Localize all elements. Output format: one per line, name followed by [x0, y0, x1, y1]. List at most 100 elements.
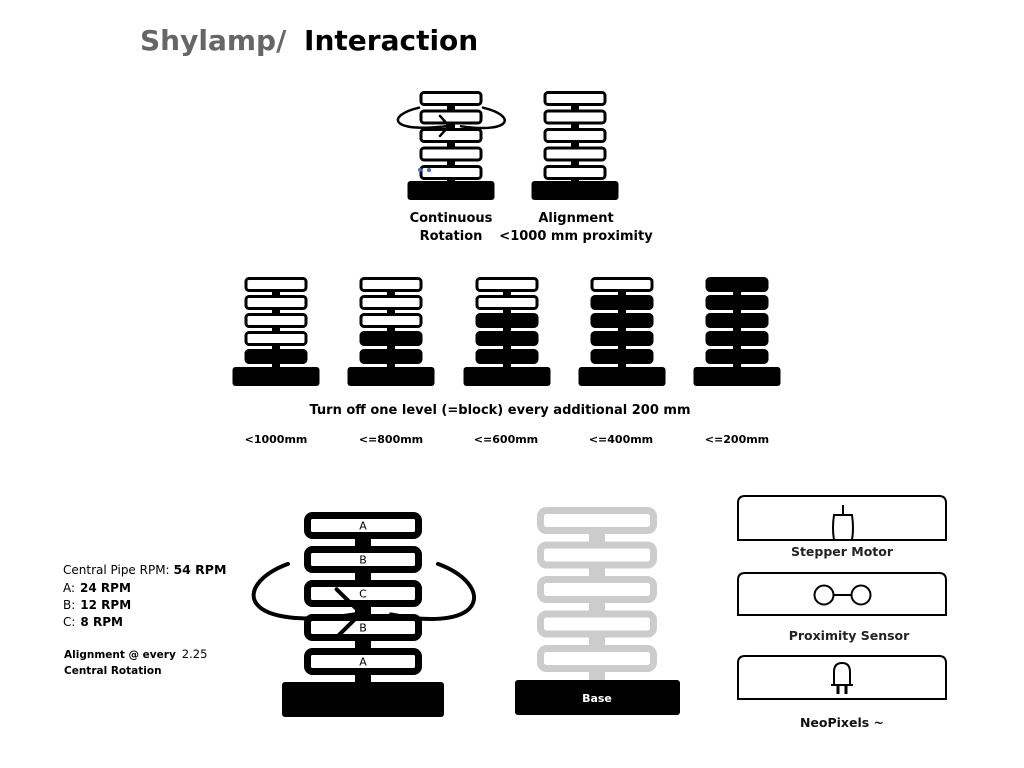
stage-label: <=400mm	[589, 433, 653, 446]
ghost-base: Base	[515, 680, 680, 715]
lamp-block-on	[537, 541, 657, 569]
lamp-stage	[578, 277, 666, 386]
title-prefix: Shylamp/	[140, 24, 287, 57]
selection-handle	[418, 168, 422, 172]
page-title: Shylamp/ Interaction	[140, 24, 478, 57]
lamp-block-on	[475, 277, 539, 292]
rpm-info: Central Pipe RPM: 54 RPM A:24 RPM B:12 R…	[63, 562, 226, 677]
rotation-arc-left	[396, 106, 451, 129]
lamp-continuous-rotation	[407, 91, 495, 200]
component-stepper-motor: Stepper Motor	[737, 495, 947, 559]
lamp-block-on	[419, 146, 483, 162]
lamp-block-on	[244, 277, 308, 292]
lamp-detail: A B C B A	[282, 512, 444, 717]
rotation-arc-left	[251, 561, 363, 621]
lamp-block-on	[419, 109, 483, 125]
component-proximity-sensor: Proximity Sensor	[737, 572, 947, 643]
lamp-block-off	[590, 295, 654, 310]
lamp-stage	[463, 277, 551, 386]
block-label: C	[359, 588, 367, 601]
lamp-block-on	[537, 576, 657, 603]
lamp-block-off	[244, 349, 308, 364]
lamp-block-on	[537, 610, 657, 638]
lamp-block-off	[705, 331, 769, 346]
lamp-block-off	[475, 349, 539, 364]
lamp-base	[693, 367, 781, 386]
lamp-alignment	[531, 91, 619, 200]
lamp-block-off	[359, 331, 423, 346]
component-neopixels: NeoPixels ~	[737, 655, 947, 730]
stage-label: <=600mm	[474, 433, 538, 446]
lamp-block-on	[419, 128, 483, 143]
rotation-arrow-icon	[396, 106, 506, 138]
lamp-block-on	[537, 507, 657, 534]
lamp-block-on	[537, 645, 657, 672]
component-label: Proximity Sensor	[789, 628, 910, 643]
lamp-block-off	[705, 277, 769, 292]
rpm-row-b: B:12 RPM	[63, 598, 131, 612]
central-rpm: Central Pipe RPM: 54 RPM	[63, 562, 226, 577]
lamp-block-on	[244, 313, 308, 328]
lamp-block-on	[359, 277, 423, 292]
lamp-block-on	[359, 313, 423, 328]
selection-handle	[427, 168, 431, 172]
mode-label-rotation-2: Rotation	[420, 229, 483, 244]
mode-label-alignment-2: <1000 mm proximity	[499, 229, 653, 244]
block-label: B	[359, 622, 367, 635]
mode-label-alignment-1: Alignment	[538, 211, 613, 226]
lamp-block-on	[304, 614, 422, 641]
lamp-block-on	[304, 512, 422, 539]
rotation-arrow-icon	[251, 561, 476, 640]
proximity-caption: Turn off one level (=block) every additi…	[309, 403, 690, 418]
title-main: Interaction	[304, 24, 478, 57]
lamp-block-on	[590, 277, 654, 292]
lamp-block-off	[705, 295, 769, 310]
block-label: A	[359, 656, 367, 669]
led-icon	[831, 661, 853, 694]
stage-label: <=800mm	[359, 433, 423, 446]
lamp-block-off	[705, 349, 769, 364]
lamp-base	[463, 367, 551, 386]
lamp-base	[282, 682, 444, 717]
lamp-block-off	[475, 313, 539, 328]
lamp-block-on	[419, 91, 483, 106]
lamp-base	[407, 181, 495, 200]
lamp-block-off	[705, 313, 769, 328]
block-label: A	[359, 520, 367, 533]
lamp-stage	[693, 277, 781, 386]
lamp-stage	[347, 277, 435, 386]
lamp-block-on	[359, 295, 423, 310]
lamp-block-off	[590, 331, 654, 346]
alignment-note-2: Central Rotation	[64, 665, 162, 677]
stepper-motor-icon	[832, 505, 854, 541]
central-rpm-value: 54 RPM	[173, 562, 226, 577]
lamp-block-off	[359, 349, 423, 364]
central-rpm-label: Central Pipe RPM:	[63, 563, 170, 577]
lamp-base	[232, 367, 320, 386]
rotation-arrowhead	[334, 587, 364, 640]
lamp-base	[578, 367, 666, 386]
lamp-base	[347, 367, 435, 386]
lamp-block-on	[475, 295, 539, 310]
lamp-block-off	[590, 313, 654, 328]
block-label: B	[359, 554, 367, 567]
lamp-block-on	[543, 91, 607, 106]
stage-label: <=200mm	[705, 433, 769, 446]
lamp-block-on	[543, 128, 607, 143]
stage-label: <1000mm	[245, 433, 308, 446]
lamp-block-on	[304, 546, 422, 573]
component-label: Stepper Motor	[791, 544, 894, 559]
lamp-block-off	[475, 331, 539, 346]
lamp-block-off	[590, 349, 654, 364]
proximity-sensor-icon	[813, 584, 872, 606]
lamp-base	[531, 181, 619, 200]
rpm-row-a: A:24 RPM	[63, 581, 131, 595]
rotation-arc-right	[459, 106, 506, 130]
lamp-block-on	[304, 648, 422, 675]
lamp-base	[515, 680, 680, 715]
lamp-illustrations: A B C B A Base	[232, 91, 781, 717]
rotation-arc-right	[389, 561, 476, 621]
rotation-arrowhead	[438, 114, 451, 138]
